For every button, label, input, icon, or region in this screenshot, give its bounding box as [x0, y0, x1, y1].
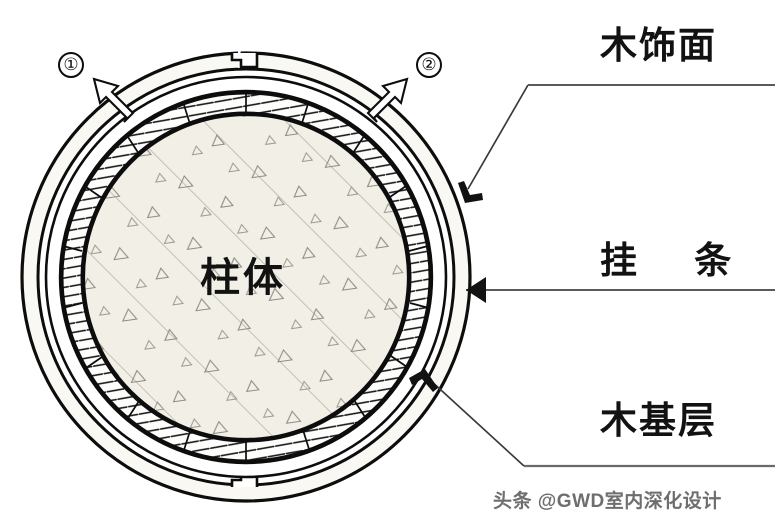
section-marker-2-arrow: [366, 77, 409, 123]
section-marker-2-label: ②: [416, 52, 442, 78]
section-marker-1-label: ①: [58, 52, 84, 78]
column-body-label: 柱体: [200, 255, 286, 300]
annotation-underlines: [524, 84, 775, 468]
column-body-concrete: [82, 113, 410, 441]
leader-line-veneer: [458, 84, 775, 203]
annotation-label-wood-base: 木基层: [600, 401, 717, 442]
annotation-label-hanging-strip: 挂 条: [600, 241, 756, 282]
veneer-joint-notch-top: [230, 51, 259, 69]
section-marker-1-arrow: [92, 77, 135, 123]
watermark-text: 头条 @GWD室内深化设计: [493, 491, 722, 512]
annotation-label-veneer: 木饰面: [600, 26, 717, 67]
leader-line-base: [409, 369, 775, 467]
